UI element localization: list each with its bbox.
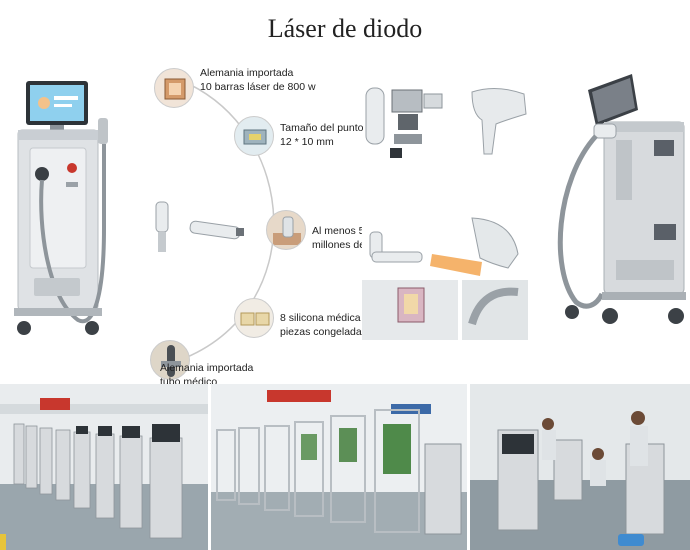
feature-5-line1: Alemania importada (160, 362, 254, 374)
feature-1-line1: Alemania importada (200, 67, 294, 79)
handpiece-pair-image (155, 201, 244, 252)
medical-tube-icon (150, 340, 190, 380)
photo-divider-2 (467, 384, 470, 550)
laser-bar-icon (154, 68, 194, 108)
factory-photo-row-of-machines (0, 384, 208, 550)
silicone-pieces-icon (234, 298, 274, 338)
feature-2-line1: Tamaño del punto (280, 122, 364, 134)
factory-photo-strip (0, 384, 690, 550)
feature-4-label: 8 silicona médica piezas congeladas (280, 311, 367, 339)
photo-divider-1 (208, 384, 211, 550)
diode-laser-machine-front (14, 81, 108, 335)
handpiece-shot-icon (266, 210, 306, 250)
feature-1-line2: 10 barras láser de 800 w (200, 81, 316, 93)
feature-2-line2: 12 * 10 mm (280, 136, 334, 148)
exploded-handpiece-image (365, 87, 443, 158)
diode-laser-machine-side (557, 74, 686, 324)
assembled-handpiece-image (471, 88, 527, 155)
feature-1-label: Alemania importada 10 barras láser de 80… (200, 66, 316, 94)
treatment-composite-image (362, 214, 528, 340)
factory-photo-assembly-line (211, 384, 467, 550)
page-title: Láser de diodo (267, 14, 423, 43)
spot-size-icon (234, 116, 274, 156)
feature-3-line1: Al menos 50 (312, 225, 371, 237)
factory-photo-workers-testing (470, 384, 690, 550)
feature-4-line2: piezas congeladas (280, 326, 367, 338)
feature-4-line1: 8 silicona médica (280, 312, 361, 324)
feature-2-label: Tamaño del punto 12 * 10 mm (280, 121, 363, 149)
